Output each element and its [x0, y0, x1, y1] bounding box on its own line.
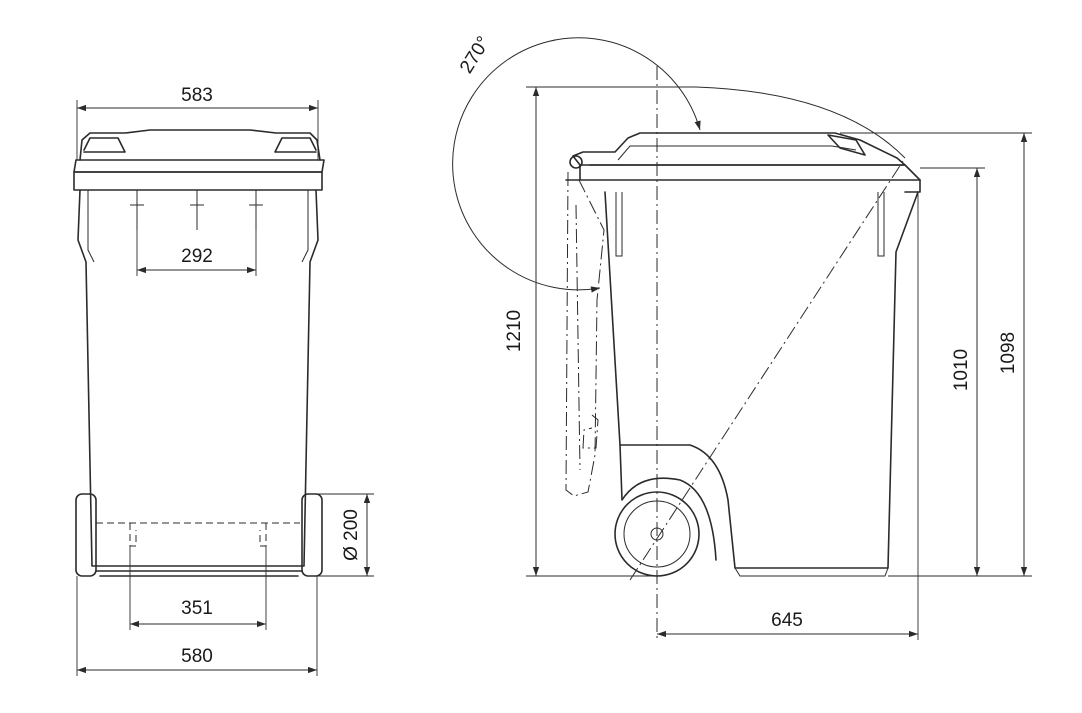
front-wheel-left [75, 493, 97, 577]
side-lid-latch [827, 134, 866, 156]
dim-front-base-width: 580 [76, 576, 318, 676]
label-front-base-width: 580 [181, 646, 213, 667]
label-front-wheel-span: 351 [181, 598, 213, 619]
side-hinge-knob [569, 155, 583, 169]
label-open-lid-height: 1210 [504, 310, 525, 352]
front-lid-rim [73, 171, 323, 191]
side-lid-open-inner [575, 204, 599, 471]
front-lid-dome [79, 129, 321, 161]
front-lid-rim-top [73, 159, 325, 173]
side-lid-closed [572, 132, 906, 166]
side-lid-rim [565, 164, 921, 193]
front-view: 583 292 351 580 Ø 200 [73, 85, 374, 676]
label-front-handle-span: 292 [181, 246, 213, 267]
front-handle-ribs [130, 190, 263, 230]
front-base-line [95, 570, 303, 577]
dim-body-height: 1010 [888, 167, 985, 577]
dim-front-wheel-span: 351 [129, 546, 267, 630]
side-body [604, 191, 919, 569]
dim-front-handle-span: 292 [136, 230, 257, 276]
side-lid-closed-inner [617, 145, 857, 161]
front-hinge-left [83, 137, 126, 153]
label-body-height: 1010 [951, 349, 972, 391]
side-body-flange [615, 192, 885, 257]
label-front-lid-width: 583 [181, 85, 213, 106]
side-wheel-housing [619, 444, 717, 561]
side-lid-rim-top [589, 164, 921, 181]
side-base [734, 567, 889, 577]
front-body-inner [87, 190, 309, 263]
side-tip-line [629, 157, 906, 581]
label-closed-height: 1098 [998, 332, 1019, 374]
dim-front-lid-width: 583 [76, 85, 319, 160]
front-wheel-right [301, 493, 323, 577]
dim-open-lid-height: 1210 [504, 86, 660, 577]
label-lid-rotation: 270° [456, 33, 495, 77]
front-base-dashed [96, 522, 300, 547]
dim-wheel-diameter: Ø 200 [318, 493, 374, 577]
side-lid-open [565, 171, 605, 497]
dim-closed-height: 1098 [840, 132, 1032, 577]
label-depth: 645 [771, 610, 803, 631]
side-view: 270° 1210 1010 1098 645 [452, 33, 1032, 640]
dim-depth: 645 [657, 192, 919, 640]
lid-open-trace [526, 86, 906, 159]
lid-rotation-arc [452, 37, 701, 293]
label-wheel-diameter: Ø 200 [341, 509, 362, 561]
front-body [77, 189, 319, 567]
front-hinge-right [274, 137, 317, 153]
